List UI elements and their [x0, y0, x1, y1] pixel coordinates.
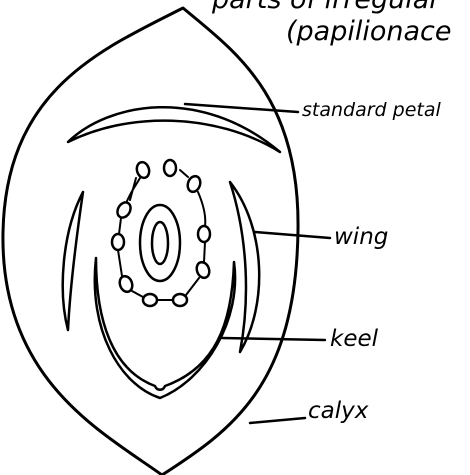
diagram-title-line2: (papilionace	[286, 16, 452, 47]
diagram-title-line1: parts of irregular	[211, 0, 442, 15]
label-calyx: calyx	[308, 398, 369, 424]
pistil-inner	[152, 222, 168, 264]
calyx-leader-line	[250, 418, 305, 423]
label-keel: keel	[330, 326, 379, 352]
left-wing-petal	[63, 192, 83, 330]
wing-leader-line	[255, 232, 330, 238]
label-standard-petal: standard petal	[302, 99, 441, 121]
label-wing: wing	[334, 224, 388, 250]
keel-leader-line	[222, 338, 325, 340]
standard-petal	[68, 107, 280, 152]
pistil-outer	[140, 205, 180, 281]
calyx-outline	[3, 8, 298, 475]
stamen-ring	[112, 160, 211, 306]
